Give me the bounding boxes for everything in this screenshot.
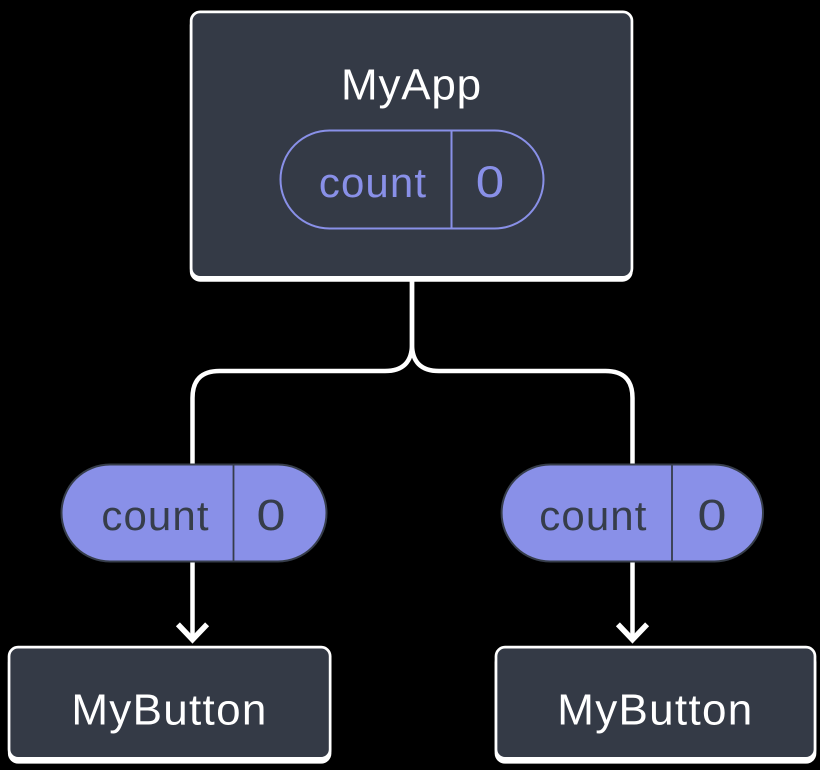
svg-text:MyButton: MyButton: [71, 686, 267, 735]
svg-text:count: count: [319, 159, 427, 206]
svg-text:MyButton: MyButton: [557, 686, 753, 735]
svg-text:0: 0: [697, 491, 726, 540]
svg-text:0: 0: [476, 158, 504, 207]
svg-text:0: 0: [257, 491, 286, 540]
svg-text:count: count: [539, 492, 647, 539]
svg-text:count: count: [101, 492, 209, 539]
svg-text:MyApp: MyApp: [341, 61, 482, 110]
